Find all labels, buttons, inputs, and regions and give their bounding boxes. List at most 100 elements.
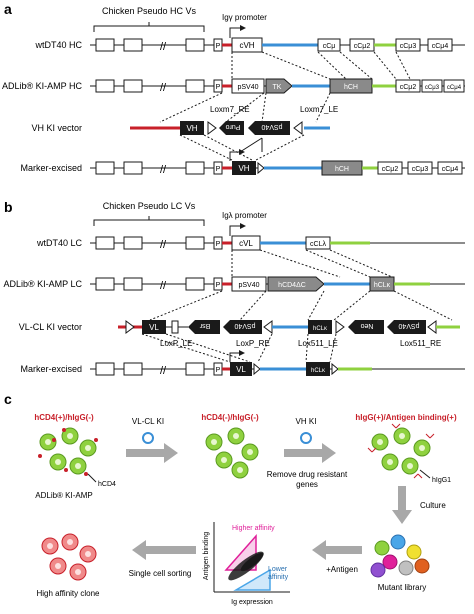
vh-box <box>232 161 256 175</box>
arrow5 <box>132 540 196 560</box>
panel-c: c hCD4(+)/hIgG(-) hCD4 ADLib® KI-AMP VL-… <box>4 391 457 606</box>
ccmu4-box <box>443 79 465 93</box>
panel-c-letter: c <box>4 391 12 407</box>
pseudo-v-box <box>123 277 143 291</box>
pseudo-v-box <box>185 362 205 376</box>
vl-label: VL <box>149 323 159 332</box>
pseudo-v-box <box>95 362 115 376</box>
row-label: Marker-excised <box>20 364 82 374</box>
pseudo-hc-bracket <box>93 22 205 32</box>
connectors-b3 <box>141 333 337 363</box>
stage2-title: hCD4(-)/hIgG(-) <box>201 413 259 422</box>
ccmu3-label: cCμ3 <box>412 166 429 173</box>
pseudo-v-box <box>185 38 205 52</box>
vl-box <box>142 320 166 334</box>
igl-promoter-arrow <box>229 223 246 236</box>
arrow2 <box>284 443 336 463</box>
arrow1-label: VL-CL KI <box>132 417 164 426</box>
ccmu4-label: cCμ4 <box>432 43 449 50</box>
promoter-letter: P <box>216 367 221 374</box>
ccmu4-label: cCμ4 <box>442 166 459 173</box>
ccl-label: cCLλ <box>310 241 326 248</box>
row-wtdt40-hc: wtDT40 HC // P cVH cCμ cCμ2 cCμ3 cCμ4 <box>34 37 465 53</box>
vh-box <box>180 121 204 135</box>
pseudo-v-box <box>185 277 205 291</box>
row-marker-excised-lc: Marker-excised // P VL hCLκ <box>20 350 465 377</box>
pseudo-v-box <box>95 79 115 93</box>
pseudo-v-box <box>185 79 205 93</box>
cvl-label: cVL <box>239 239 253 248</box>
stage5-cells <box>41 533 97 581</box>
ccmu2-label: cCμ2 <box>382 166 399 173</box>
arrow3 <box>392 486 412 524</box>
ccmu4-box <box>427 38 453 52</box>
plot-ylabel: Antigen binding <box>203 532 210 580</box>
stage1-title: hCD4(+)/hIgG(-) <box>34 413 94 422</box>
lox-triangle <box>293 121 303 135</box>
panel-b-letter: b <box>4 199 13 215</box>
break-mark: // <box>160 365 167 377</box>
row-label: ADLib® KI-AMP HC <box>2 81 82 91</box>
psv40-rev-arrow <box>248 121 290 135</box>
psv40-rev-arrow <box>387 320 426 334</box>
facs-plot: Antigen binding Ig expression Higher aff… <box>203 522 290 606</box>
row-label: wtDT40 HC <box>34 40 82 50</box>
hcd4-arrow <box>267 276 325 292</box>
vl-box <box>230 362 252 376</box>
loxp-re-label: LoxP_RE <box>236 339 270 348</box>
pseudo-v-box <box>123 362 143 376</box>
lox-triangle <box>331 362 339 376</box>
puro-label: Puro <box>226 123 241 130</box>
psv40-rev-arrow <box>223 320 262 334</box>
row-adlib-lc: ADLib® KI-AMP LC // P pSV40 hCD4ΔC hCLκ <box>4 276 465 292</box>
psv40-rev-label: pSV40 <box>261 123 282 130</box>
psv40-label: pSV40 <box>237 84 258 91</box>
puro-arrow <box>219 121 244 135</box>
ccmu2-label: cCμ2 <box>400 84 417 91</box>
ccmu-label: cCμ <box>323 43 336 50</box>
stage1-cells <box>38 427 98 476</box>
break-mark: // <box>160 164 167 176</box>
igy-promoter-arrow <box>229 25 246 38</box>
break-mark: // <box>160 82 167 94</box>
pseudo-lc-bracket <box>93 216 205 226</box>
lox511-re-triangle <box>427 320 437 334</box>
stage2-cells <box>205 427 259 479</box>
break-mark: // <box>160 280 167 292</box>
ccmu3-box <box>407 161 433 175</box>
plot-xlabel: Ig expression <box>231 599 273 606</box>
pseudo-v-box <box>95 236 115 250</box>
ccmu2-label: cCμ2 <box>354 43 371 50</box>
row-wtdt40-lc: wtDT40 LC // P cVL cCLλ <box>36 235 465 251</box>
lower-affinity-gate <box>233 568 271 591</box>
psv40-rev-label: pSV40 <box>398 322 419 329</box>
loxm7-le-label: Loxm7_LE <box>300 105 338 114</box>
row-label: ADLib® KI-AMP LC <box>4 279 83 289</box>
promoter-letter: P <box>216 84 221 91</box>
stage4-caption: Mutant library <box>378 583 426 592</box>
connectors-a3 <box>179 134 305 161</box>
lox511-le-triangle <box>335 320 345 334</box>
row-adlib-hc: ADLib® KI-AMP HC // P pSV40 TK hCH cCμ2 … <box>2 78 465 94</box>
panel-a: a Chicken Pseudo HC Vs Igγ promoter wtDT… <box>2 1 465 176</box>
row-vh-ki-vector: VH KI vector VH Puro pSV40 <box>31 121 330 135</box>
psv40-label: pSV40 <box>238 282 259 289</box>
arrow4-label: +Antigen <box>326 565 358 574</box>
panel-b: b Chicken Pseudo LC Vs Igλ promoter wtDT… <box>4 199 465 377</box>
ccmu4-box <box>437 161 463 175</box>
lox511-le-label: Lox511_LE <box>298 339 338 348</box>
loxp-re-triangle <box>263 320 273 334</box>
pseudo-v-box <box>95 277 115 291</box>
hch-label: hCH <box>335 166 349 173</box>
lox-triangle <box>257 161 265 175</box>
promoter-letter: P <box>216 282 221 289</box>
hclk-label: hCLκ <box>313 326 328 332</box>
hclk-box <box>306 362 330 376</box>
pseudo-v-box <box>123 79 143 93</box>
loxp-le-triangle <box>125 320 135 334</box>
ccmu4-label: cCμ4 <box>447 85 462 91</box>
row-vl-cl-ki-vector: VL-CL KI vector VL Bsr pSV40 hCLκ Neo pS… <box>19 320 460 334</box>
ccmu3-label: cCμ3 <box>425 85 440 91</box>
promoter-arrow <box>229 350 245 362</box>
hclk-label: hCLκ <box>374 282 391 289</box>
